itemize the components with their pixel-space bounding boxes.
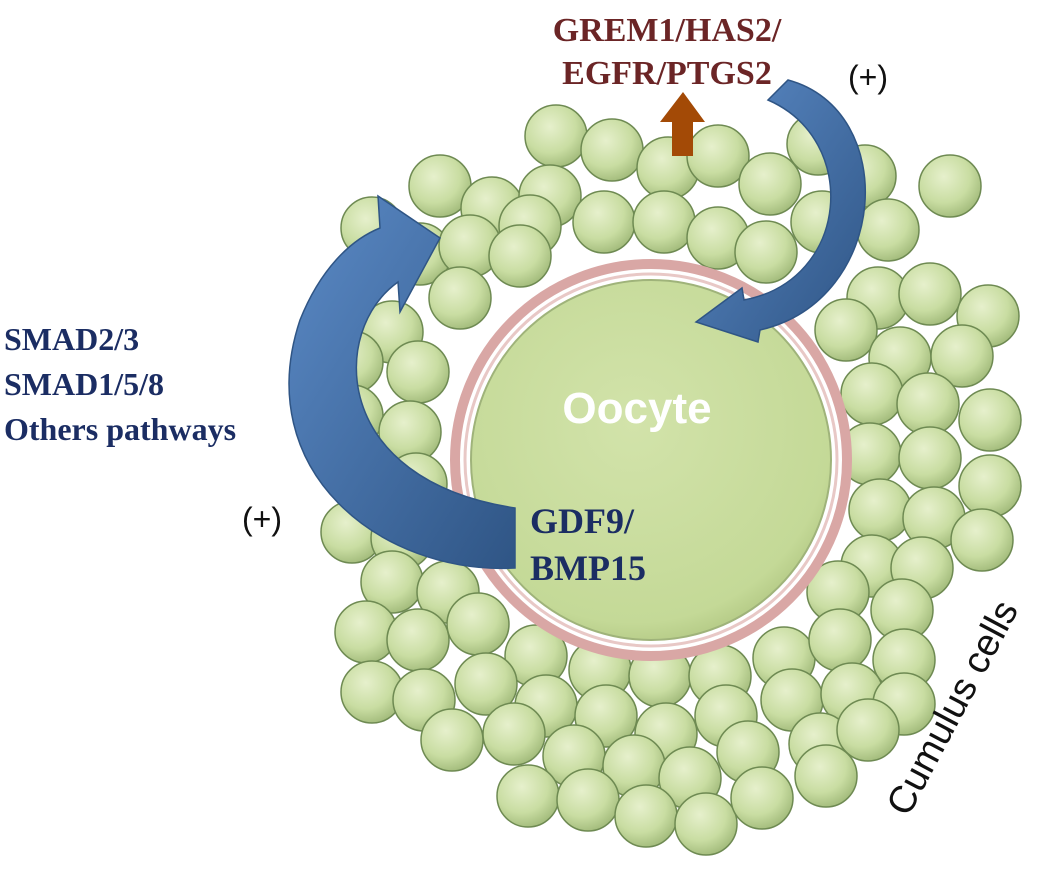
oocyte-label: Oocyte [562,384,711,433]
curved-arrow-left [288,194,516,570]
cumulus-cell [840,362,904,426]
cumulus-cell [930,324,994,388]
cumulus-cell [898,426,962,490]
cumulus-cell [898,262,962,326]
cumulus-cell [420,708,484,772]
oocyte-factor-line2: BMP15 [530,548,646,588]
cumulus-cell [794,744,858,808]
pathway-line2: SMAD1/5/8 [4,366,164,402]
cumulus-cell [950,508,1014,572]
pathway-line3: Others pathways [4,411,236,447]
cumulus-cell [896,372,960,436]
cumulus-cell [958,454,1022,518]
cumulus-cell [428,266,492,330]
cumulus-cell [632,190,696,254]
cumulus-cell [836,698,900,762]
cumulus-cell [580,118,644,182]
plus-left-label: (+) [242,501,282,537]
cumulus-cell [572,190,636,254]
cumulus-cell [524,104,588,168]
oocyte [470,279,832,641]
cumulus-cell [386,608,450,672]
cumulus-cell [958,388,1022,452]
plus-right-label: (+) [848,59,888,95]
cumulus-cell [814,298,878,362]
cumulus-cell [446,592,510,656]
pathway-line1: SMAD2/3 [4,321,139,357]
curved-arrow-right [694,79,866,343]
cumulus-cell [496,764,560,828]
up-arrow-icon [660,92,705,156]
cumulus-cell [488,224,552,288]
cumulus-cell [808,608,872,672]
cumulus-cell [738,152,802,216]
cumulus-cell [674,792,738,856]
cumulus-cell [918,154,982,218]
cumulus-cell [454,652,518,716]
top-genes-line1: GREM1/HAS2/ [553,12,782,49]
cumulus-cell [730,766,794,830]
cumulus-cell [734,220,798,284]
cumulus-cell [848,478,912,542]
cumulus-cell [482,702,546,766]
zona-inner-edge [463,272,839,648]
cumulus-cell [386,340,450,404]
cumulus-cell [556,768,620,832]
oocyte-factor-line1: GDF9/ [530,501,635,541]
cumulus-cell [614,784,678,848]
cumulus-cell [856,198,920,262]
top-genes-line2: EGFR/PTGS2 [562,55,772,92]
